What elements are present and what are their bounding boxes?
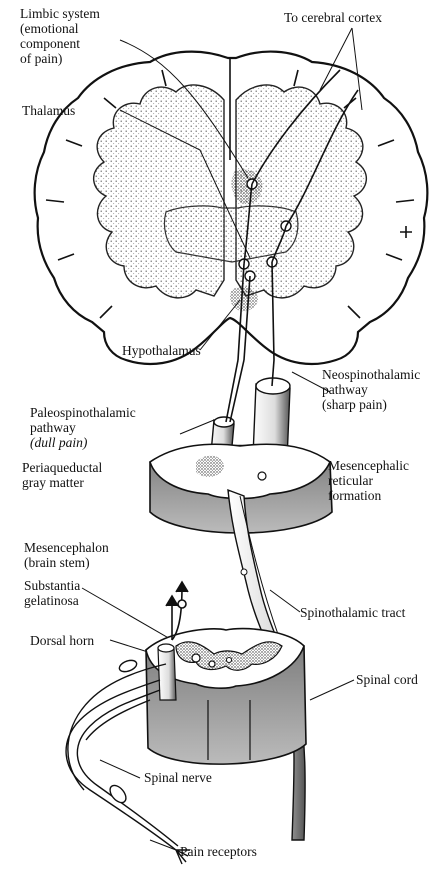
label-spinal-nerve: Spinal nerve: [144, 770, 212, 785]
label-thalamus: Thalamus: [22, 103, 75, 118]
label-mesencephalic-reticular: Mesencephalic reticular formation: [328, 458, 409, 503]
label-neospinothalamic: Neospinothalamic pathway (sharp pain): [322, 367, 420, 412]
label-limbic-system: Limbic system (emotional component of pa…: [20, 6, 100, 66]
label-to-cerebral-cortex: To cerebral cortex: [284, 10, 382, 25]
label-dorsal-horn: Dorsal horn: [30, 633, 94, 648]
label-periaqueductal: Periaqueductal gray matter: [22, 460, 102, 490]
label-pain-receptors: Pain receptors: [180, 844, 257, 859]
label-substantia-gelatinosa: Substantia gelatinosa: [24, 578, 80, 608]
thalamus: [164, 206, 297, 262]
ascending-arrows: [166, 582, 188, 640]
spinal-cord-segment: [146, 629, 306, 765]
label-hypothalamus: Hypothalamus: [122, 343, 201, 358]
label-paleospinothalamic: Paleospinothalamic pathway (dull pain): [30, 405, 136, 450]
label-spinal-cord: Spinal cord: [356, 672, 418, 687]
label-spinothalamic-tract: Spinothalamic tract: [300, 605, 405, 620]
label-mesencephalon: Mesencephalon (brain stem): [24, 540, 109, 570]
brain-section: [35, 52, 428, 364]
